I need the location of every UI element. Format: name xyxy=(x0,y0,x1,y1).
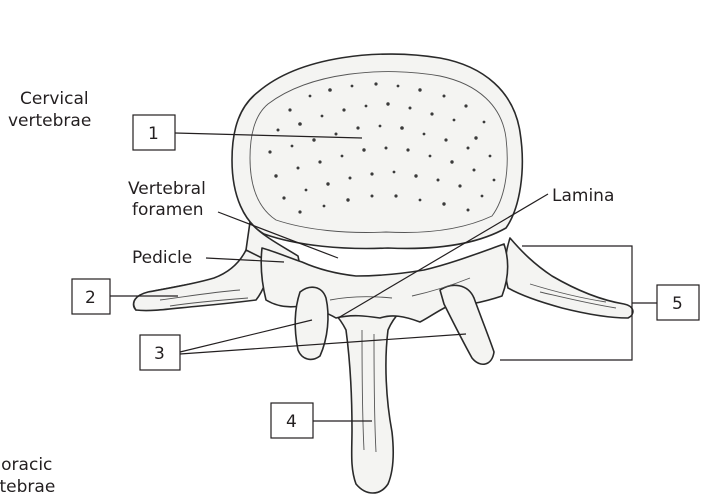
answer-box-2[interactable]: 2 xyxy=(72,279,110,314)
answer-box-1[interactable]: 1 xyxy=(133,115,175,150)
label-vertebral-foramen-line2: foramen xyxy=(132,200,204,220)
answer-box-1-number: 1 xyxy=(148,124,159,144)
answer-box-4[interactable]: 4 xyxy=(271,403,313,438)
leader-3a xyxy=(180,320,312,352)
label-lamina: Lamina xyxy=(552,186,614,206)
label-thoracic-line2: vertebrae xyxy=(0,477,55,497)
answer-box-5[interactable]: 5 xyxy=(657,285,699,320)
spinous-process xyxy=(316,296,418,493)
answer-box-3-number: 3 xyxy=(154,344,165,364)
label-pedicle: Pedicle xyxy=(132,248,192,268)
answer-box-5-number: 5 xyxy=(672,294,683,314)
label-cervical-line1: Cervical xyxy=(20,89,89,109)
lumbar-vertebra-illustration xyxy=(134,54,633,493)
answer-box-2-number: 2 xyxy=(85,288,96,308)
right-transverse-process xyxy=(505,238,633,318)
label-cervical-line2: vertebrae xyxy=(8,111,91,131)
answer-box-4-number: 4 xyxy=(286,412,297,432)
label-vertebral-foramen-line1: Vertebral xyxy=(128,179,206,199)
label-thoracic-line1: Thoracic xyxy=(0,455,52,475)
answer-box-3[interactable]: 3 xyxy=(140,335,180,370)
